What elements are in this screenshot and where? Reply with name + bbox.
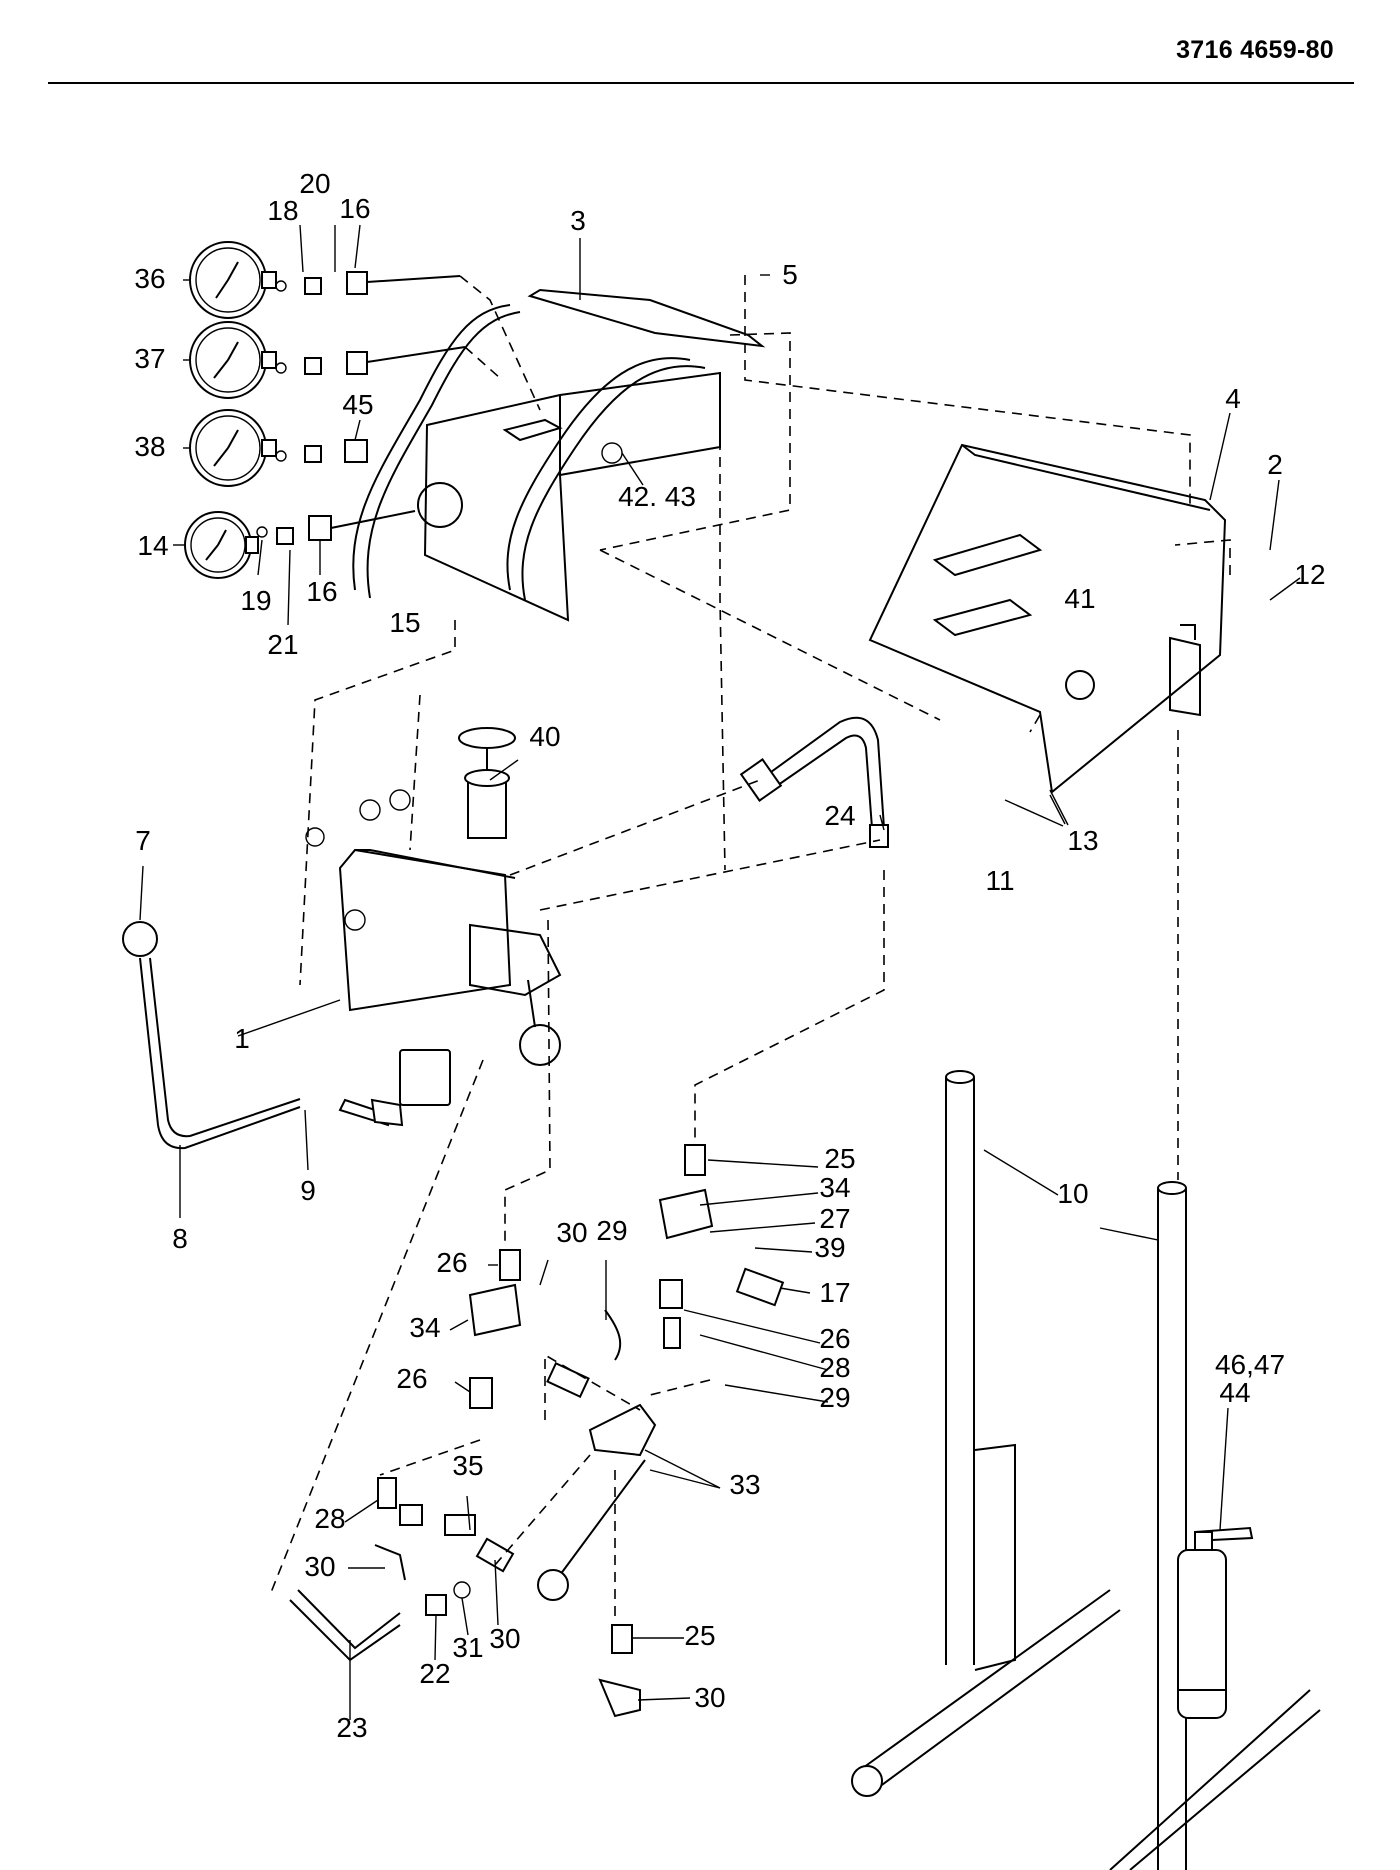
callout-17: 17 bbox=[819, 1277, 850, 1308]
callout-26: 26 bbox=[436, 1247, 467, 1278]
extinguisher-44-46-47 bbox=[1177, 1526, 1254, 1719]
callout-16: 16 bbox=[339, 193, 370, 224]
callout-40: 40 bbox=[529, 721, 560, 752]
callout-9: 9 bbox=[300, 1175, 316, 1206]
gauge-37 bbox=[189, 321, 466, 399]
callout-8: 8 bbox=[172, 1223, 188, 1254]
handle-rod-7-8 bbox=[122, 921, 301, 1150]
callout-44: 44 bbox=[1219, 1377, 1250, 1408]
pipe-24 bbox=[739, 716, 889, 848]
callout-25b: 25 bbox=[684, 1620, 715, 1651]
callout-29: 29 bbox=[596, 1215, 627, 1246]
callout-35: 35 bbox=[452, 1450, 483, 1481]
gauge-38 bbox=[189, 409, 368, 487]
callout-13: 13 bbox=[1067, 825, 1098, 856]
stand-10-right bbox=[1109, 1181, 1321, 1870]
callout-21: 21 bbox=[267, 629, 298, 660]
callout-30: 30 bbox=[556, 1217, 587, 1248]
callout-3: 3 bbox=[570, 205, 586, 236]
callout-24: 24 bbox=[824, 800, 855, 831]
callout-14: 14 bbox=[137, 530, 168, 561]
callout-23: 23 bbox=[336, 1712, 367, 1743]
callout-30c: 30 bbox=[489, 1623, 520, 1654]
callout-11: 11 bbox=[985, 865, 1014, 896]
gauge-box-3 bbox=[352, 288, 766, 622]
callout-10: 10 bbox=[1057, 1178, 1088, 1209]
callout-30d: 30 bbox=[694, 1682, 725, 1713]
callout-34: 34 bbox=[819, 1172, 850, 1203]
callout-45: 45 bbox=[342, 389, 373, 420]
callout-22: 22 bbox=[419, 1658, 450, 1689]
callout-29b: 29 bbox=[819, 1382, 850, 1413]
valve-block-1 bbox=[305, 727, 562, 1127]
callout-39: 39 bbox=[814, 1232, 845, 1263]
callout-30b: 30 bbox=[304, 1551, 335, 1582]
callout-15: 15 bbox=[389, 607, 420, 638]
lower-fittings bbox=[289, 1144, 785, 1718]
callout-34b: 34 bbox=[409, 1312, 440, 1343]
callout-28b: 28 bbox=[314, 1503, 345, 1534]
callout-38: 38 bbox=[134, 431, 165, 462]
callout-4: 4 bbox=[1225, 383, 1241, 414]
callout-1: 1 bbox=[234, 1023, 250, 1054]
callout-46-47: 46,47 bbox=[1215, 1349, 1285, 1380]
callout-37: 37 bbox=[134, 343, 165, 374]
header-rule bbox=[48, 82, 1354, 84]
callout-28: 28 bbox=[819, 1352, 850, 1383]
callout-2: 2 bbox=[1267, 449, 1283, 480]
callout-5: 5 bbox=[782, 259, 798, 290]
document-number: 3716 4659-80 bbox=[1176, 36, 1334, 64]
gauge-36 bbox=[189, 241, 461, 319]
callout-25: 25 bbox=[824, 1143, 855, 1174]
leader-lines bbox=[139, 224, 1301, 1720]
cover-4 bbox=[868, 443, 1227, 794]
callout-41: 41 bbox=[1064, 583, 1095, 614]
callout-16b: 16 bbox=[306, 576, 337, 607]
callout-7: 7 bbox=[135, 825, 151, 856]
gauge-14 bbox=[184, 510, 416, 579]
callout-33: 33 bbox=[729, 1469, 760, 1500]
callout-31: 31 bbox=[452, 1632, 483, 1663]
callout-27: 27 bbox=[819, 1203, 850, 1234]
callout-labels: 1 2 3 4 5 7 8 9 10 11 12 13 14 15 16 16 … bbox=[134, 168, 1325, 1743]
callout-20: 20 bbox=[299, 168, 330, 199]
callout-19: 19 bbox=[240, 585, 271, 616]
callout-26c: 26 bbox=[819, 1323, 850, 1354]
callout-18: 18 bbox=[267, 195, 298, 226]
assembly-lines bbox=[269, 275, 1231, 1620]
callout-12: 12 bbox=[1294, 559, 1325, 590]
callout-26b: 26 bbox=[396, 1363, 427, 1394]
callout-36: 36 bbox=[134, 263, 165, 294]
stand-10-left bbox=[851, 1070, 1121, 1797]
callout-42-43: 42. 43 bbox=[618, 481, 696, 512]
